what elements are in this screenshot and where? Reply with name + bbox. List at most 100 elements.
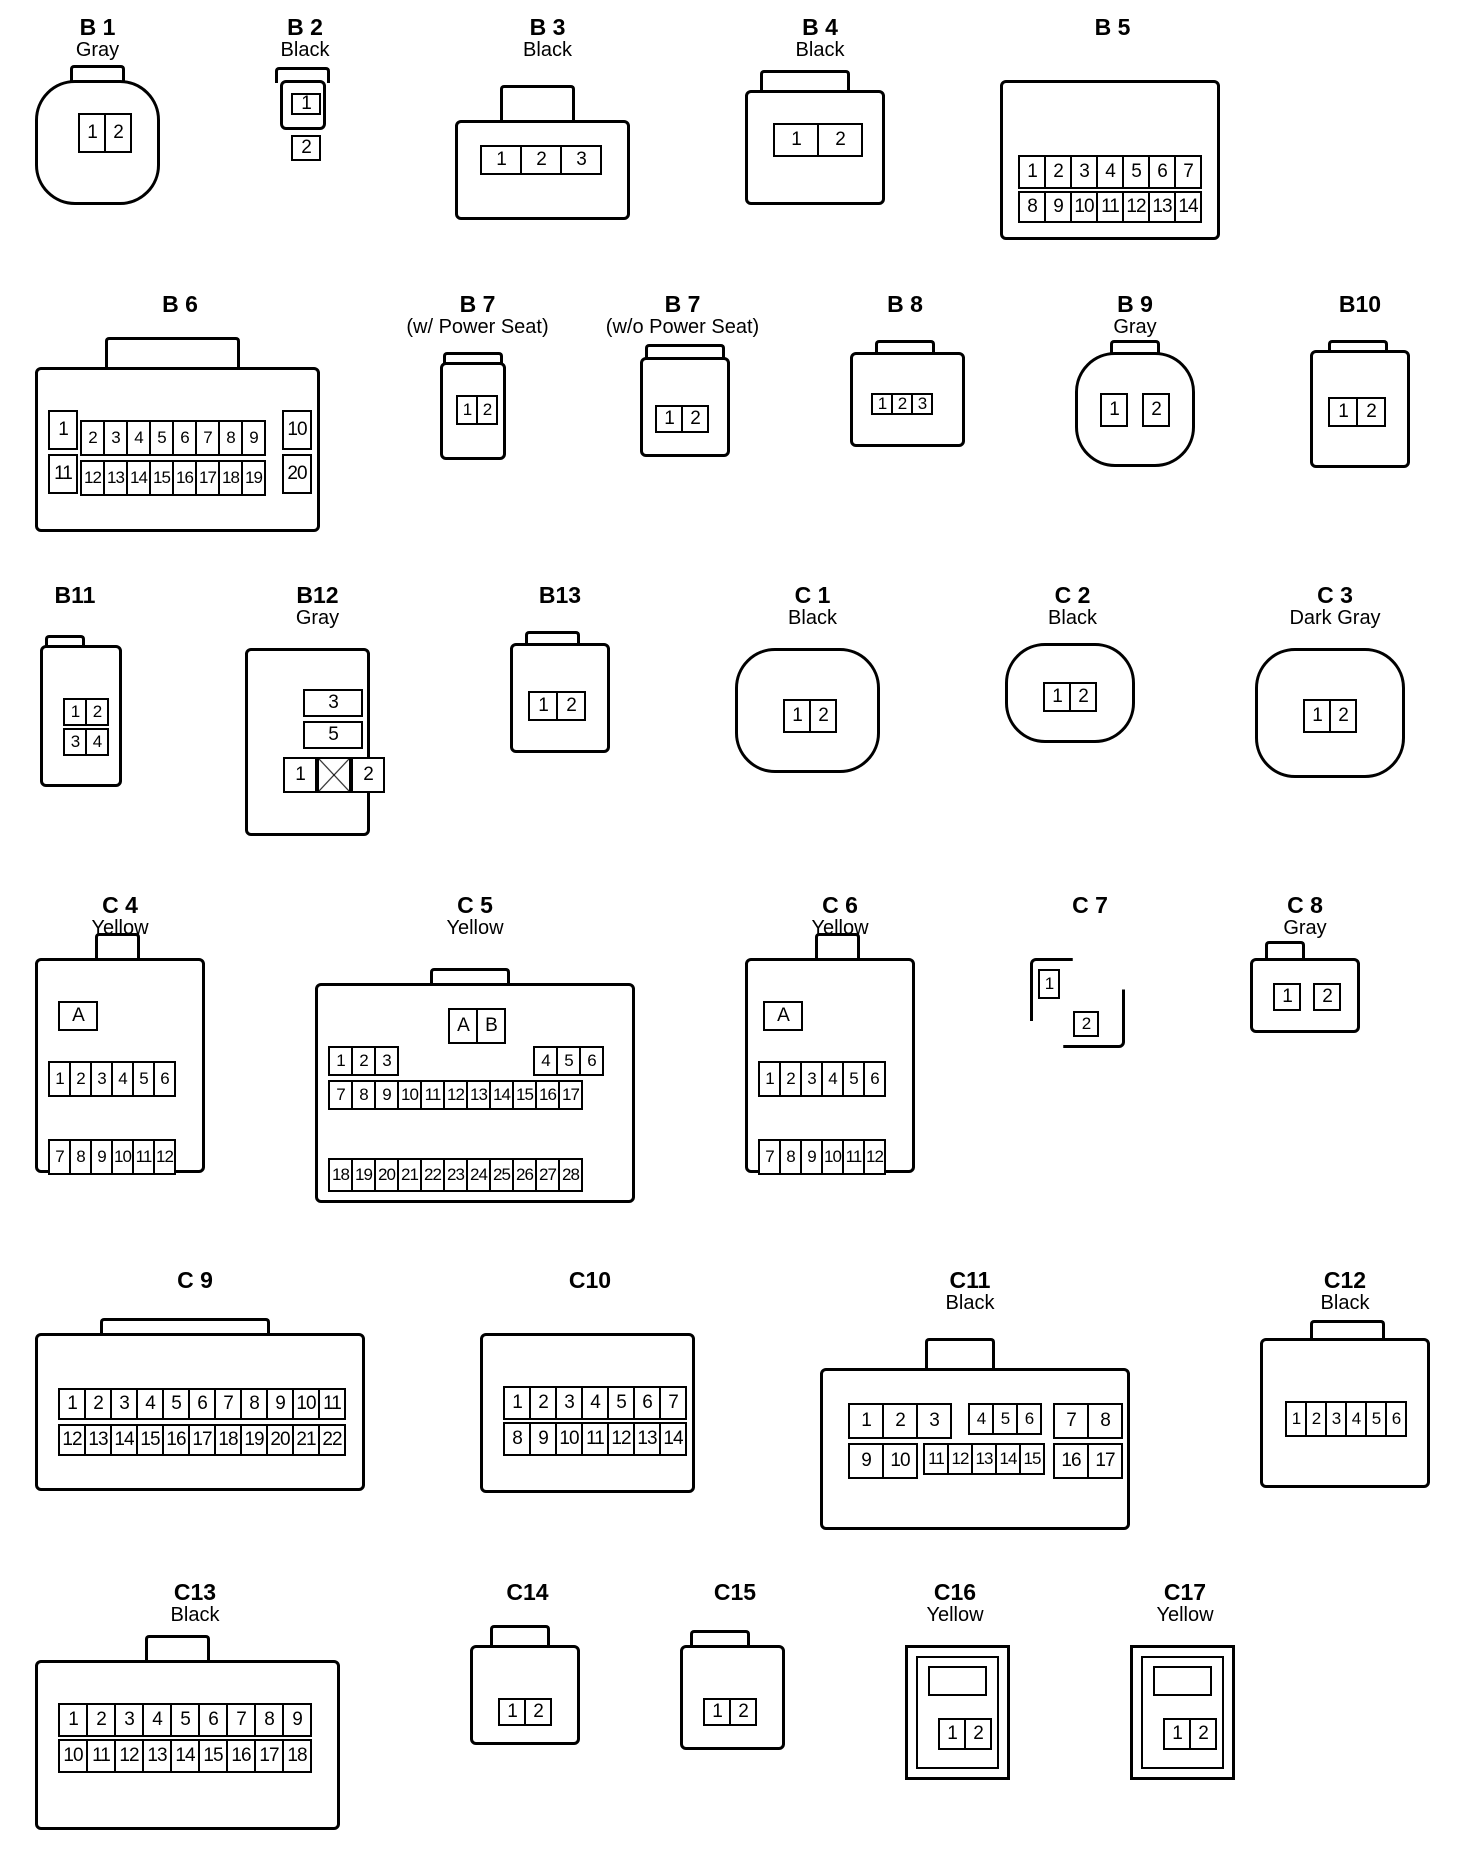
terminal-pin: 7 (758, 1139, 781, 1175)
terminal-pin: 28 (558, 1158, 583, 1192)
terminal-pin: 2 (1305, 1401, 1327, 1437)
terminal-pin: 1 (938, 1718, 966, 1750)
terminal-pin: 14 (1174, 191, 1202, 223)
connector-color: Dark Gray (1289, 607, 1381, 629)
terminal-pin: 10 (58, 1739, 88, 1773)
terminal-pin: 18 (328, 1158, 353, 1192)
terminal-pin: 17 (188, 1424, 216, 1456)
connector-color: Black (788, 607, 837, 629)
terminal-pin: 5 (1122, 155, 1150, 189)
terminal-pin: 7 (659, 1386, 687, 1420)
terminal-pin: 10 (555, 1422, 583, 1456)
terminal-pin: 2 (84, 1388, 112, 1420)
terminal-pin: 18 (214, 1424, 242, 1456)
terminal-pin: 8 (1087, 1403, 1123, 1439)
connector-code: C16 (933, 1579, 977, 1605)
terminal-pin: 7 (226, 1703, 256, 1737)
terminal-pin: 6 (198, 1703, 228, 1737)
terminal-pin: 17 (1087, 1443, 1123, 1479)
terminal-pin: A (58, 1001, 98, 1031)
connector-latch (690, 1630, 750, 1648)
terminal-pin: 2 (476, 395, 498, 425)
terminal-pin: 12 (114, 1739, 144, 1773)
connector-latch (70, 65, 125, 83)
terminal-pin: 4 (142, 1703, 172, 1737)
connector-color: Yellow (446, 917, 504, 939)
connector-latch (925, 1338, 995, 1371)
terminal-pin: 16 (535, 1080, 560, 1110)
terminal-pin: 3 (1070, 155, 1098, 189)
terminal-pin: 15 (512, 1080, 537, 1110)
terminal-pin: 4 (85, 728, 109, 756)
terminal-pin: 10 (882, 1443, 918, 1479)
terminal-pin: 9 (90, 1139, 113, 1175)
connector-color: Black (1320, 1292, 1370, 1314)
connector-latch (430, 968, 510, 986)
terminal-pin: 1 (63, 698, 87, 726)
terminal-pin: 9 (529, 1422, 557, 1456)
connector-code: C17 (1163, 1579, 1207, 1605)
terminal-pin: 3 (90, 1061, 113, 1097)
terminal-pin: 25 (489, 1158, 514, 1192)
terminal-pin: 3 (110, 1388, 138, 1420)
terminal-pin: 2 (1356, 397, 1386, 427)
terminal-pin: 2 (882, 1403, 918, 1439)
connector-latch (275, 67, 330, 83)
connector-code: B 1 (79, 14, 116, 40)
connector-color: Yellow (926, 1604, 984, 1626)
terminal-pin: A (448, 1008, 478, 1044)
terminal-pin: 2 (1142, 393, 1170, 427)
connector-color: Gray (1283, 917, 1327, 939)
terminal-pin: 16 (162, 1424, 190, 1456)
terminal-pin: 3 (1325, 1401, 1347, 1437)
terminal-pin: 4 (1096, 155, 1124, 189)
terminal-pin: 27 (535, 1158, 560, 1192)
connector-code: B13 (538, 582, 582, 608)
connector-code: C 2 (1054, 582, 1091, 608)
terminal-pin: 5 (1365, 1401, 1387, 1437)
terminal-pin: 9 (848, 1443, 884, 1479)
terminal-pin: 9 (374, 1080, 399, 1110)
terminal-pin: 5 (149, 420, 174, 456)
terminal-pin: 16 (226, 1739, 256, 1773)
terminal-pin: 14 (110, 1424, 138, 1456)
terminal-pin: 2 (524, 1698, 552, 1726)
connector-tab (1153, 1666, 1212, 1696)
terminal-pin: 19 (351, 1158, 376, 1192)
terminal-pin: 13 (84, 1424, 112, 1456)
terminal-pin: 3 (374, 1046, 399, 1076)
terminal-pin: 1 (456, 395, 478, 425)
connector-latch (100, 1318, 270, 1336)
terminal-pin: 9 (282, 1703, 312, 1737)
connector-latch (875, 340, 935, 355)
terminal-pin: 5 (607, 1386, 635, 1420)
terminal-pin: 11 (842, 1139, 865, 1175)
terminal-pin: 5 (303, 721, 363, 749)
terminal-pin: 8 (503, 1422, 531, 1456)
terminal-pin: 2 (1313, 983, 1341, 1011)
connector-color: Gray (75, 39, 120, 61)
terminal-pin: 1 (1038, 969, 1060, 999)
terminal-pin: 2 (529, 1386, 557, 1420)
terminal-pin: 8 (69, 1139, 92, 1175)
connector-code: C 9 (177, 1267, 213, 1293)
connector-tab (928, 1666, 987, 1696)
terminal-pin: 12 (153, 1139, 176, 1175)
connector-code: C 5 (457, 892, 493, 918)
terminal-pin: 1 (528, 691, 558, 721)
